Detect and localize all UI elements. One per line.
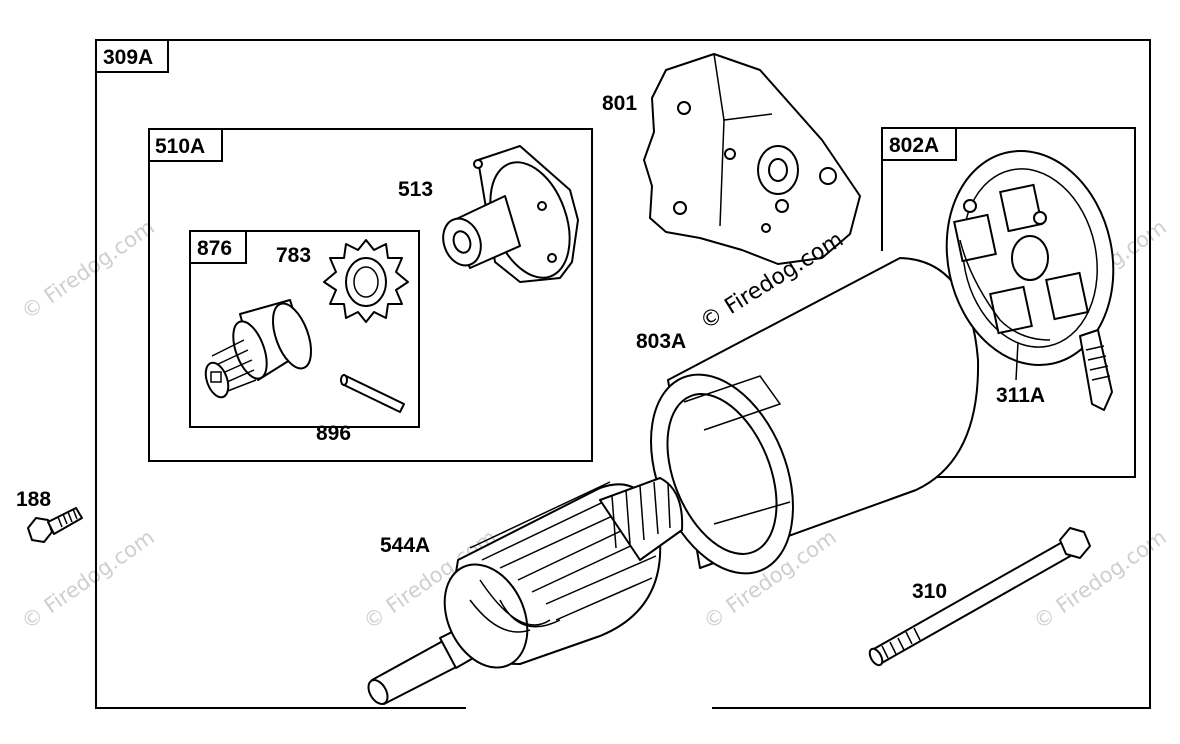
part-876-clutch <box>204 299 313 399</box>
part-label-311a: 311A <box>996 384 1045 407</box>
frame-802a: 802A <box>881 127 1136 478</box>
frame-876: 876 <box>189 230 420 428</box>
part-label-803a: 803A <box>636 330 686 353</box>
part-513-drive-housing <box>442 145 579 283</box>
part-label-188: 188 <box>16 488 51 511</box>
part-896-pin <box>340 374 405 413</box>
part-label-783: 783 <box>276 244 311 267</box>
part-544a-armature <box>367 477 684 705</box>
part-310-through-bolt <box>868 527 1091 667</box>
part-801-end-plate <box>643 53 861 265</box>
part-label-896: 896 <box>316 422 351 445</box>
part-783-gear <box>323 239 409 323</box>
part-802a-brush-plate <box>945 149 1115 411</box>
part-label-801: 801 <box>602 92 637 115</box>
leader-311a <box>1015 341 1019 381</box>
frame-510a: 510A <box>148 128 593 462</box>
group-label-510a: 510A <box>155 135 205 158</box>
group-label-876: 876 <box>197 237 232 260</box>
watermark: © Firedog.com <box>17 215 159 324</box>
part-803a-housing <box>650 257 980 575</box>
group-label-802a: 802A <box>889 134 939 157</box>
part-188-bolt <box>27 507 83 543</box>
frame-309a: 309A <box>95 39 1151 709</box>
part-label-544a: 544A <box>380 534 430 557</box>
part-label-310: 310 <box>912 580 947 603</box>
part-label-513: 513 <box>398 178 433 201</box>
group-label-309a: 309A <box>103 46 153 69</box>
